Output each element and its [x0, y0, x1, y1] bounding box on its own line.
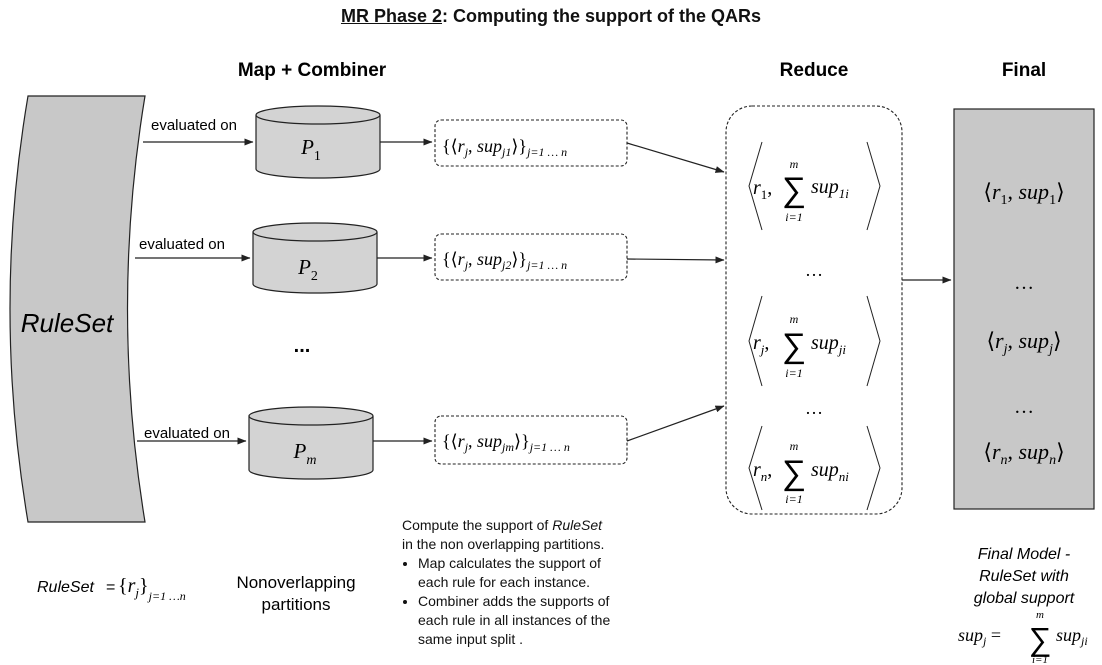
header-map-combiner: Map + Combiner [238, 60, 387, 81]
edge-combiner-m-reduce [626, 405, 725, 442]
svg-text:m: m [1036, 609, 1044, 621]
partitions-caption-line-2: partitions [262, 595, 331, 614]
header-final: Final [1002, 60, 1046, 81]
svg-text:∑: ∑ [782, 171, 806, 209]
combiner-output-box-2 [434, 233, 628, 281]
reduce-ellipsis-2: … [805, 398, 823, 418]
edge-combiner-1-reduce [626, 142, 725, 173]
svg-text:i=1: i=1 [1032, 654, 1048, 665]
description-bullets: Map calculates the support of each rule … [402, 554, 612, 649]
final-ellipsis-1: … [1014, 272, 1034, 294]
reduce-ellipsis-1: … [805, 260, 823, 280]
reduce-box [725, 105, 903, 515]
partition-2-name: P [297, 255, 311, 279]
final-caption-line-2: RuleSet with [979, 568, 1069, 585]
partitions-caption-line-1: Nonoverlapping [236, 573, 355, 592]
ruleset-definition: RuleSet = {rj}j=1 …n [37, 575, 186, 603]
partition-cylinder-2: P2 [252, 222, 378, 294]
ruleset-label: RuleSet [21, 308, 115, 338]
reduce-item-j: rj, ∑ m i=1 supji [748, 295, 881, 387]
svg-text:=: = [106, 579, 115, 596]
final-caption-line-3: global support [974, 590, 1075, 607]
final-box [953, 108, 1095, 510]
partition-1-name: P [300, 135, 314, 159]
diagram-title: MR Phase 2: Computing the support of the… [0, 6, 1102, 27]
svg-text:sup1i: sup1i [811, 176, 849, 201]
partition-1-sub: 1 [314, 149, 321, 164]
svg-text:∑: ∑ [782, 454, 806, 492]
description-intro: Compute the support of RuleSet in the no… [402, 517, 605, 552]
svg-text:i=1: i=1 [785, 210, 802, 224]
edge-combiner-2-reduce [626, 256, 725, 264]
final-formula: supj = ∑ m i=1 supji [958, 609, 1088, 665]
svg-text:{rj}j=1 …n: {rj}j=1 …n [118, 575, 186, 603]
combiner-output-box-m [434, 415, 628, 465]
phase-description: Compute the support of RuleSet in the no… [402, 516, 612, 649]
svg-text:i=1: i=1 [785, 366, 802, 380]
svg-text:∑: ∑ [782, 327, 806, 365]
svg-text:⟨rn, supn⟩: ⟨rn, supn⟩ [983, 439, 1064, 468]
svg-text:m: m [790, 157, 799, 171]
svg-text:supj =: supj = [958, 625, 1001, 648]
svg-text:P1: P1 [300, 135, 321, 164]
svg-text:P2: P2 [297, 255, 318, 284]
final-ellipsis-2: … [1014, 396, 1034, 418]
partition-m-name: P [293, 439, 307, 463]
svg-text:supni: supni [811, 459, 849, 484]
svg-text:⟨rj, supj⟩: ⟨rj, supj⟩ [986, 328, 1061, 357]
reduce-item-1: r1, ∑ m i=1 sup1i [748, 141, 881, 231]
svg-text:r1,: r1, [753, 177, 772, 202]
reduce-item-n: rn, ∑ m i=1 supni [748, 425, 881, 511]
final-caption-line-1: Final Model - [978, 546, 1070, 563]
title-rest: : Computing the support of the QARs [442, 6, 761, 26]
svg-text:i=1: i=1 [785, 492, 802, 506]
final-item-n: ⟨rn, supn⟩ [983, 439, 1064, 468]
final-item-j: ⟨rj, supj⟩ [986, 328, 1061, 357]
partition-cylinder-m: Pm [248, 406, 374, 480]
edge-label-p2: evaluated on [139, 236, 225, 253]
partition-2-sub: 2 [311, 269, 318, 284]
title-prefix: MR Phase [340, 6, 433, 26]
svg-text:∑: ∑ [1029, 621, 1052, 657]
partition-cylinder-1: P1 [255, 105, 381, 179]
svg-text:m: m [790, 439, 799, 453]
svg-text:supji: supji [1056, 625, 1088, 648]
svg-text:Pm: Pm [293, 439, 317, 468]
svg-text:rj,: rj, [753, 332, 769, 357]
description-bullet-map: Map calculates the support of each rule … [418, 554, 612, 592]
ruleset-shape [9, 95, 146, 523]
description-bullet-combiner: Combiner adds the supports of each rule … [418, 592, 612, 649]
partition-m-sub: m [306, 453, 316, 468]
edge-label-p1: evaluated on [151, 117, 237, 134]
header-reduce: Reduce [780, 60, 849, 81]
edge-label-pm: evaluated on [144, 425, 230, 442]
svg-text:m: m [790, 312, 799, 326]
partition-ellipsis: ... [294, 335, 311, 357]
svg-text:rn,: rn, [753, 459, 772, 484]
title-phase-number: 2 [432, 6, 443, 26]
svg-text:supji: supji [811, 332, 846, 357]
svg-text:RuleSet: RuleSet [37, 579, 94, 596]
